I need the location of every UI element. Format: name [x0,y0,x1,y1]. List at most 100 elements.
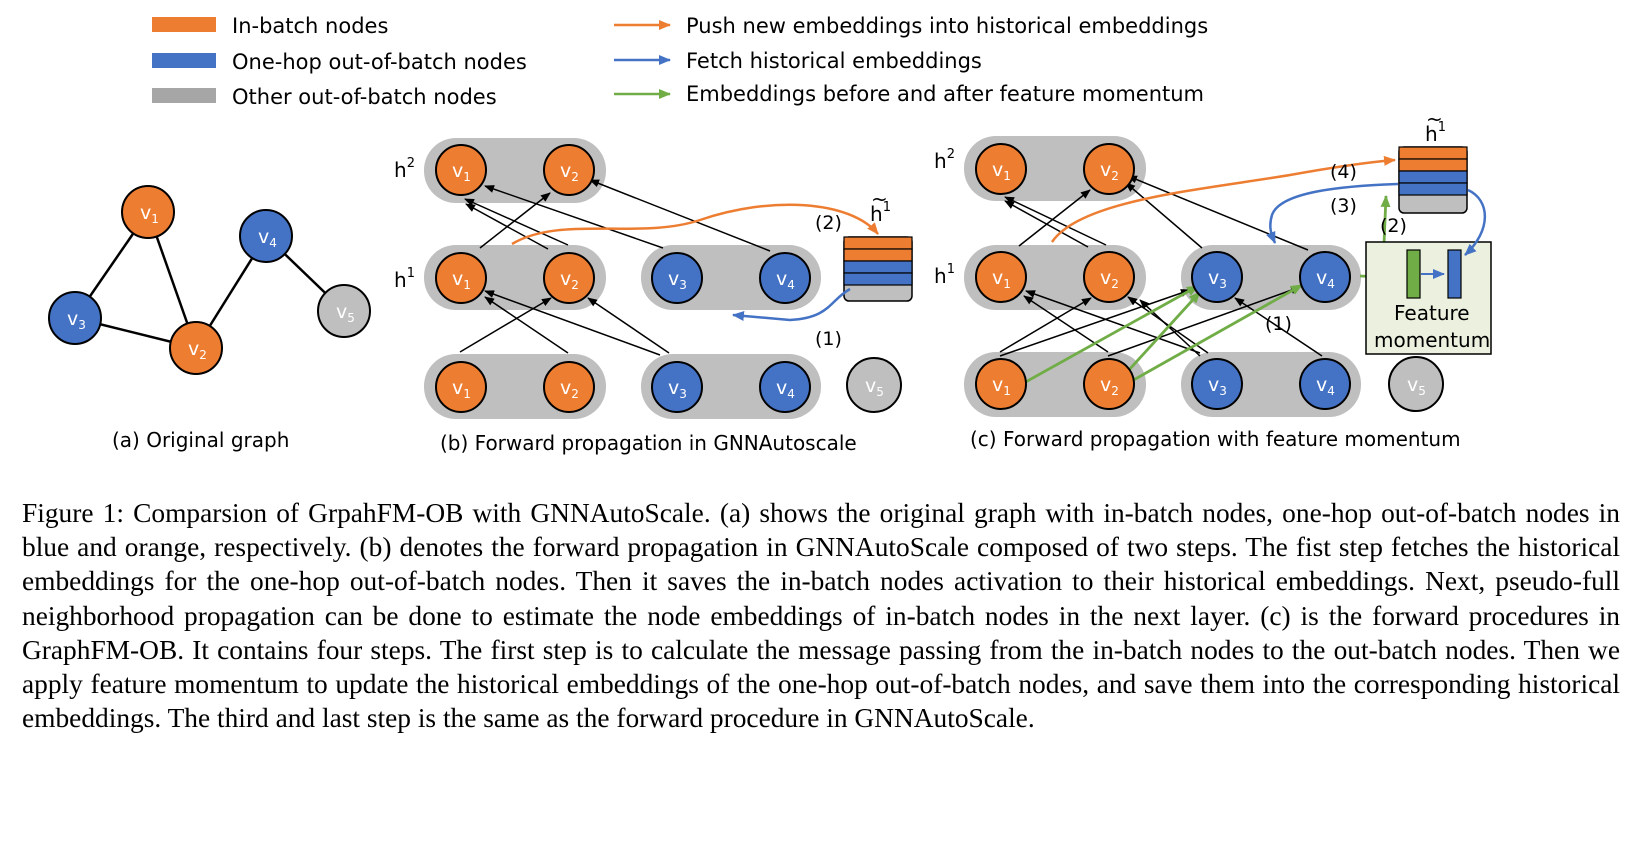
edges-c-top [1004,175,1309,251]
svg-text:v5: v5 [865,375,884,399]
node-c-h1-v4: v4 [1299,251,1351,303]
step-label-c-1: (1) [1265,313,1292,335]
fm-label-line2: momentum [1374,328,1490,352]
svg-text:v1: v1 [452,377,471,401]
legend-swatch-one-hop [152,53,216,68]
svg-text:v2: v2 [1100,159,1119,183]
panel-c-caption: (c) Forward propagation with feature mom… [970,427,1461,451]
svg-text:v2: v2 [1100,267,1119,291]
legend-label-push: Push new embeddings into historical embe… [686,14,1208,38]
node-c-h0-v1: v1 [975,358,1027,410]
layer-label-c-h2: h2 [934,147,955,173]
svg-text:v1: v1 [140,202,159,226]
node-v2: v2 [169,321,223,375]
fetch-arrow-b [732,287,851,322]
svg-text:v5: v5 [1407,374,1426,398]
node-c-h1-v1: v1 [975,251,1027,303]
svg-text:v1: v1 [992,267,1011,291]
panel-b-gnnautoscale: h2 h1 v1 v2 v1 [394,138,913,455]
node-c-h1-v3: v3 [1191,251,1243,303]
panel-a-caption: (a) Original graph [112,428,289,452]
legend: In-batch nodes One-hop out-of-batch node… [152,14,1208,109]
htilde-label-c: h1 [1425,120,1446,146]
svg-text:v4: v4 [776,377,795,401]
legend-label-fetch: Fetch historical embeddings [686,49,982,73]
node-c-h0-v5: v5 [1388,356,1444,412]
feature-momentum-box: Feature momentum [1365,241,1492,355]
legend-swatch-other [152,88,216,103]
legend-label-momentum: Embeddings before and after feature mome… [686,82,1204,106]
svg-text:v3: v3 [668,377,687,401]
svg-text:v2: v2 [560,377,579,401]
step-label-c-3: (3) [1330,195,1357,217]
node-b-h2-v2: v2 [543,144,595,196]
node-v4: v4 [239,209,293,263]
fm-bar-green [1406,249,1421,299]
figure-diagram: In-batch nodes One-hop out-of-batch node… [48,14,1492,455]
edges-b-top [464,179,771,252]
stack-to-fm-arrow [1464,188,1487,256]
fm-bar-blue [1447,249,1462,299]
edges-c-cross [999,286,1323,357]
push-arrow-c-4 [1050,155,1396,243]
historical-embedding-stack-c [1398,146,1468,214]
node-b-h0-v2: v2 [543,361,595,413]
node-c-h0-v3: v3 [1191,358,1243,410]
legend-label-in-batch: In-batch nodes [232,14,388,38]
panel-b-caption: (b) Forward propagation in GNNAutoscale [440,431,857,455]
svg-text:v1: v1 [992,159,1011,183]
layer-label-h1: h1 [394,266,415,292]
legend-label-other: Other out-of-batch nodes [232,85,497,109]
node-b-h0-v4: v4 [759,361,811,413]
svg-text:v4: v4 [1316,374,1335,398]
node-c-h0-v4: v4 [1299,358,1351,410]
svg-text:v4: v4 [258,226,277,250]
svg-text:v2: v2 [188,338,207,362]
node-v1: v1 [121,185,175,239]
node-c-h1-v2: v2 [1083,251,1135,303]
node-v5: v5 [317,284,371,338]
historical-embedding-stack-b [843,236,913,302]
svg-text:v3: v3 [668,268,687,292]
node-b-h1-v4: v4 [759,252,811,304]
node-b-h0-v5: v5 [846,357,902,413]
panel-a-original-graph: v1 v3 v2 v4 v5 (a) Original graph [48,185,371,452]
htilde-tilde-b: ~ [871,187,888,211]
layer-label-h2: h2 [394,156,415,182]
svg-text:v2: v2 [1100,374,1119,398]
node-b-h1-v1: v1 [435,252,487,304]
svg-text:v1: v1 [992,374,1011,398]
svg-text:v4: v4 [776,268,795,292]
svg-text:v3: v3 [1208,374,1227,398]
step-label-b-1: (1) [815,328,842,350]
step-label-c-2: (2) [1380,215,1407,237]
svg-text:v1: v1 [452,160,471,184]
node-b-h1-v2: v2 [543,252,595,304]
edges-b-bottom [459,290,670,356]
step-label-c-4: (4) [1330,161,1357,183]
svg-text:v3: v3 [1208,267,1227,291]
legend-swatch-in-batch [152,17,216,32]
svg-text:v2: v2 [560,160,579,184]
legend-label-one-hop: One-hop out-of-batch nodes [232,50,527,74]
node-v3: v3 [48,291,102,345]
node-b-h0-v1: v1 [435,361,487,413]
push-arrow-b [511,203,879,246]
panel-c-feature-momentum: h2 h1 [934,107,1492,451]
htilde-tilde-c: ~ [1426,107,1443,131]
step-label-b-2: (2) [815,212,842,234]
htilde-label-b: h1 [870,200,891,226]
node-b-h2-v1: v1 [435,144,487,196]
svg-text:v2: v2 [560,268,579,292]
svg-text:v1: v1 [452,268,471,292]
layer-label-c-h1: h1 [934,262,955,288]
svg-text:v5: v5 [336,301,355,325]
fm-label-line1: Feature [1394,301,1470,325]
node-c-h0-v2: v2 [1083,358,1135,410]
figure-caption: Figure 1: Comparsion of GrpahFM-OB with … [22,498,1620,734]
svg-text:v4: v4 [1316,267,1335,291]
svg-text:v3: v3 [67,308,86,332]
node-b-h1-v3: v3 [651,252,703,304]
node-c-h2-v2: v2 [1083,143,1135,195]
node-c-h2-v1: v1 [975,143,1027,195]
